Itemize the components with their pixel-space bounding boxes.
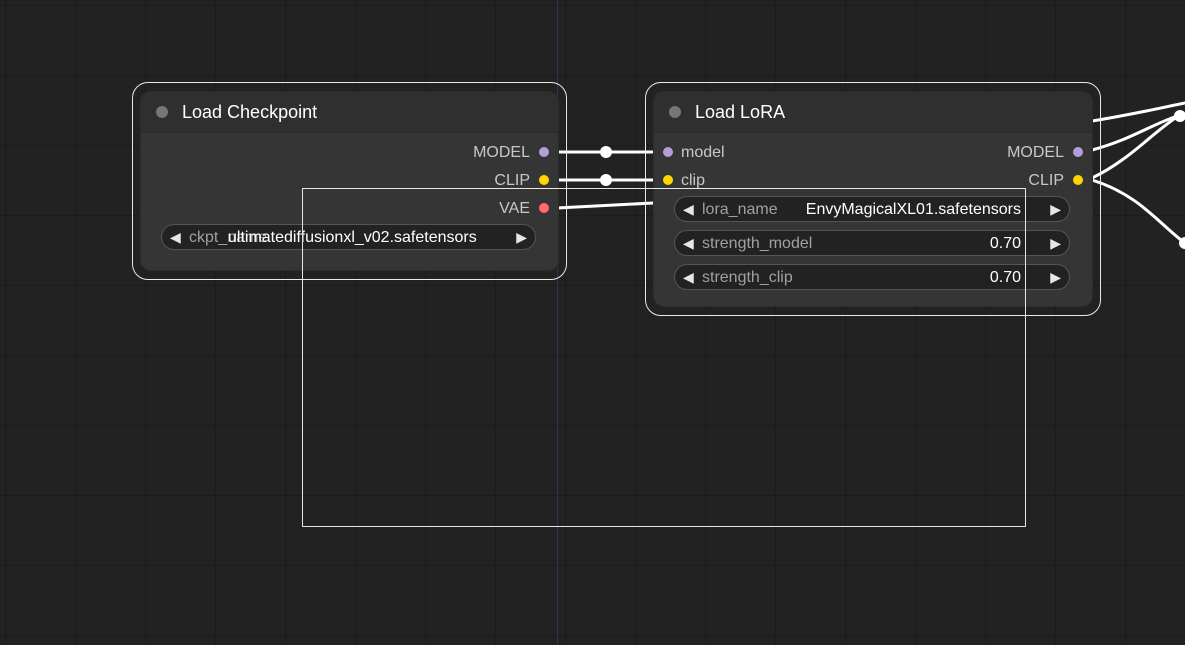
widget-name: ckpt_name <box>189 229 268 246</box>
strength-model-number[interactable]: ◀ strength_model 0.70 ▶ <box>674 230 1070 256</box>
widget-name: strength_clip <box>702 269 793 286</box>
node-title: Load LoRA <box>695 102 786 122</box>
link-lora-model-out <box>1090 113 1182 152</box>
output-label-model: MODEL <box>473 144 530 161</box>
ckpt-name-combo[interactable]: ◀ ckpt_name ultimatediffusionxl_v02.safe… <box>161 224 536 250</box>
widget-value: 0.70 <box>989 269 1021 286</box>
input-slot-model-icon[interactable] <box>663 147 673 157</box>
output-label-model: MODEL <box>1007 144 1064 161</box>
input-slot-clip-icon[interactable] <box>663 175 673 185</box>
lora-node-selection-outline <box>645 82 1101 316</box>
link-reroute-dot <box>600 146 612 158</box>
widget-value: EnvyMagicalXL01.safetensors <box>805 201 1021 218</box>
widget-name: strength_model <box>702 235 813 252</box>
node-title-bar[interactable]: Load Checkpoint <box>141 92 558 133</box>
output-label-clip: CLIP <box>494 172 530 189</box>
node-title: Load Checkpoint <box>182 102 318 122</box>
link-vae <box>555 201 655 210</box>
link-reroute-dot <box>1179 237 1185 249</box>
output-slot-vae-icon[interactable] <box>539 203 549 213</box>
link-lora-clip-out-1 <box>1090 113 1182 180</box>
widget-name: lora_name <box>702 201 778 218</box>
right-arrow-icon[interactable]: ▶ <box>516 229 527 245</box>
output-slot-model-icon[interactable] <box>1073 147 1083 157</box>
output-label-clip: CLIP <box>1028 172 1064 189</box>
link-reroute-dot <box>1174 110 1185 122</box>
collapse-dot-icon[interactable] <box>669 106 681 118</box>
output-slot-clip-icon[interactable] <box>539 175 549 185</box>
output-slot-clip-icon[interactable] <box>1073 175 1083 185</box>
left-arrow-icon[interactable]: ◀ <box>683 235 694 251</box>
input-label-model: model <box>681 144 725 161</box>
link-lora-clip-out-2 <box>1090 178 1185 245</box>
load-lora-node[interactable]: Load LoRA model clip MODEL CLIP ◀ lora_n… <box>654 92 1092 306</box>
link-reroute-dot <box>600 174 612 186</box>
checkpoint-node-selection-outline <box>132 82 567 280</box>
widget-value: 0.70 <box>989 235 1021 252</box>
input-label-clip: clip <box>681 172 706 189</box>
output-slot-model-icon[interactable] <box>539 147 549 157</box>
left-arrow-icon[interactable]: ◀ <box>683 269 694 285</box>
widget-value: ultimatediffusionxl_v02.safetensors <box>228 229 477 246</box>
canvas-axis-line <box>557 0 558 645</box>
load-checkpoint-node[interactable]: Load Checkpoint MODEL CLIP VAE ◀ ckpt_na… <box>141 92 558 270</box>
right-arrow-icon[interactable]: ▶ <box>1050 201 1061 217</box>
output-label-vae: VAE <box>499 200 530 217</box>
node-title-bar[interactable]: Load LoRA <box>654 92 1092 133</box>
strength-clip-number[interactable]: ◀ strength_clip 0.70 ▶ <box>674 264 1070 290</box>
right-arrow-icon[interactable]: ▶ <box>1050 269 1061 285</box>
left-arrow-icon[interactable]: ◀ <box>683 201 694 217</box>
link-lora-out-1 <box>1090 101 1185 123</box>
collapse-dot-icon[interactable] <box>156 106 168 118</box>
lora-name-combo[interactable]: ◀ lora_name EnvyMagicalXL01.safetensors … <box>674 196 1070 222</box>
right-arrow-icon[interactable]: ▶ <box>1050 235 1061 251</box>
selection-rectangle <box>302 188 1026 527</box>
left-arrow-icon[interactable]: ◀ <box>170 229 181 245</box>
